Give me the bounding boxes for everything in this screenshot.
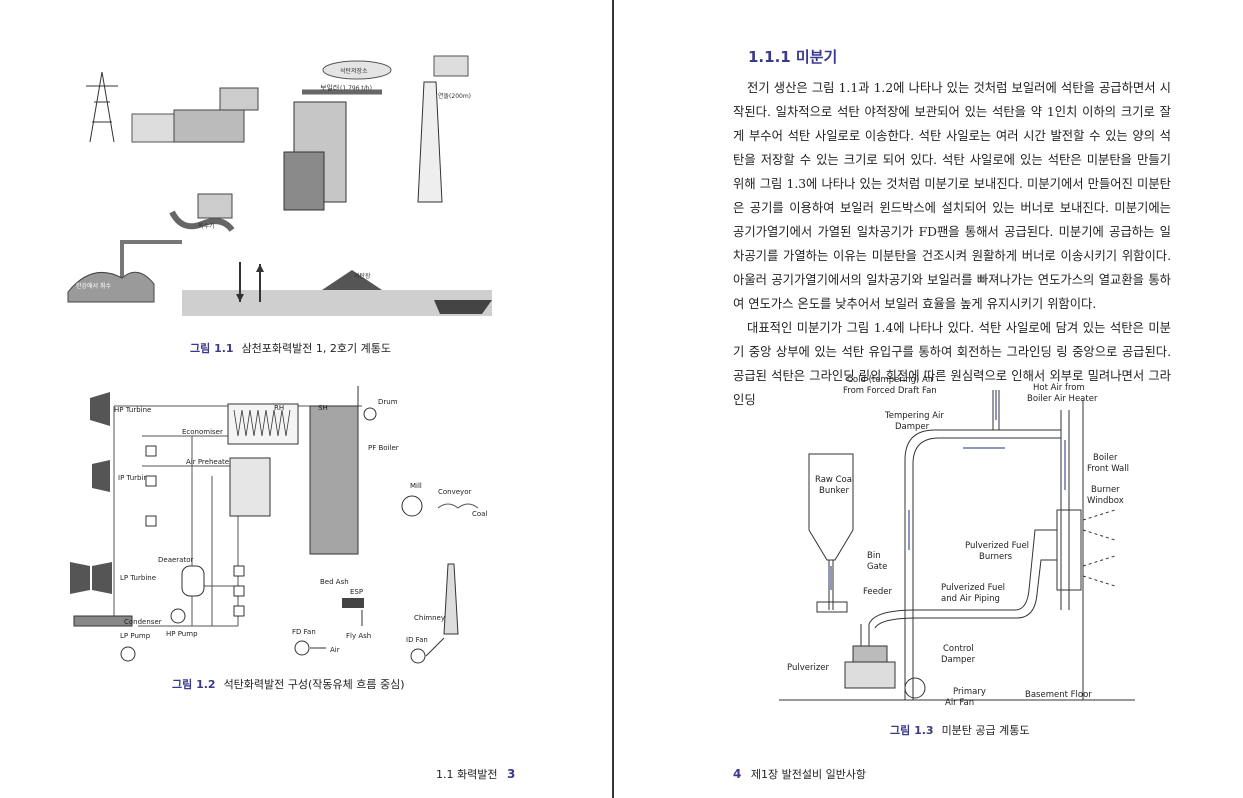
svg-text:FD Fan: FD Fan: [292, 628, 316, 636]
svg-text:LP Pump: LP Pump: [120, 632, 151, 640]
ship-shape: [434, 300, 492, 314]
svg-text:Gate: Gate: [867, 562, 887, 572]
figure-1-3-diagram: Cold (tempering) Air From Forced Draft F…: [779, 375, 1135, 708]
mill-icon: [401, 495, 423, 517]
svg-text:Economiser: Economiser: [182, 428, 223, 436]
svg-text:HP Pump: HP Pump: [166, 630, 198, 638]
svg-text:복수기: 복수기: [198, 222, 215, 230]
hp-turbine-icon: [90, 392, 110, 426]
svg-text:Bunker: Bunker: [819, 486, 849, 496]
svg-text:Basement Floor: Basement Floor: [1025, 690, 1092, 700]
chimney-shape: [443, 563, 459, 635]
page-spine: [612, 0, 614, 798]
pf-boiler-body: [309, 405, 359, 555]
svg-text:Primary: Primary: [953, 687, 986, 697]
svg-text:Air Preheater: Air Preheater: [186, 458, 232, 466]
deaerator-tank: [181, 565, 205, 597]
left-footer: 1.1 화력발전 3: [436, 767, 516, 781]
svg-text:Boiler Air Heater: Boiler Air Heater: [1027, 394, 1098, 404]
svg-text:Bed Ash: Bed Ash: [320, 578, 349, 586]
svg-text:and Air Piping: and Air Piping: [941, 594, 1000, 604]
boiler-label: 보일러: [320, 83, 339, 92]
svg-text:연돌(200m): 연돌(200m): [438, 92, 471, 100]
svg-text:Conveyor: Conveyor: [438, 488, 471, 496]
lp-turbine-icon: [70, 562, 112, 594]
esp-unit: [342, 598, 364, 608]
svg-text:IP Turbine: IP Turbine: [118, 474, 152, 482]
body-text: 전기 생산은 그림 1.1과 1.2에 나타나 있는 것처럼 보일러에 석탄을 …: [733, 76, 1171, 412]
air-preheater-box: [229, 457, 271, 517]
svg-text:Coal: Coal: [472, 510, 487, 518]
paragraph-1: 전기 생산은 그림 1.1과 1.2에 나타나 있는 것처럼 보일러에 석탄을 …: [733, 81, 1171, 311]
left-page: 보일러 (1,796 t/h) 연돌(200m) 석탄저장소 한강에서 취수 복…: [0, 0, 612, 798]
section-title: 1.1.1 미분기: [748, 48, 838, 66]
stack-shape: [417, 81, 443, 203]
svg-text:RH: RH: [274, 404, 284, 412]
drum-icon: [363, 407, 377, 421]
svg-text:Deaerator: Deaerator: [158, 556, 193, 564]
svg-text:Fly Ash: Fly Ash: [346, 632, 371, 640]
svg-text:Bin: Bin: [867, 551, 881, 561]
svg-text:Front Wall: Front Wall: [1087, 464, 1129, 474]
svg-text:Condenser: Condenser: [124, 618, 162, 626]
ip-turbine-icon: [92, 460, 110, 492]
right-footer: 4 제1장 발전설비 일반사항: [733, 767, 867, 781]
svg-text:PF Boiler: PF Boiler: [368, 444, 399, 452]
svg-text:Drum: Drum: [378, 398, 398, 406]
svg-text:Hot Air from: Hot Air from: [1033, 383, 1085, 393]
svg-text:Pulverized Fuel: Pulverized Fuel: [941, 583, 1005, 593]
right-page: 1.1.1 미분기 전기 생산은 그림 1.1과 1.2에 나타나 있는 것처럼…: [615, 0, 1243, 798]
svg-text:Air Fan: Air Fan: [945, 698, 974, 708]
svg-text:Cold (tempering) Air: Cold (tempering) Air: [847, 375, 934, 385]
svg-text:저탄장: 저탄장: [354, 272, 371, 280]
transmission-tower-icon: [86, 71, 118, 143]
hp-pump-icon: [170, 608, 186, 624]
svg-text:HP Turbine: HP Turbine: [114, 406, 151, 414]
svg-text:ESP: ESP: [350, 588, 363, 596]
lp-pump-icon: [120, 646, 136, 662]
condenser-block: [73, 615, 133, 627]
svg-text:From Forced Draft Fan: From Forced Draft Fan: [843, 386, 937, 396]
svg-text:Burners: Burners: [979, 552, 1013, 562]
paragraph-2: 대표적인 미분기가 그림 1.4에 나타나 있다. 석탄 사일로에 담겨 있는 …: [733, 321, 1171, 407]
svg-text:Burner: Burner: [1091, 485, 1120, 495]
svg-text:한강에서 취수: 한강에서 취수: [76, 282, 112, 290]
svg-text:Windbox: Windbox: [1087, 496, 1124, 506]
figure-1-2-diagram: HP Turbine IP Turbine LP Turbine Economi…: [70, 386, 487, 664]
svg-text:Damper: Damper: [895, 422, 930, 432]
svg-text:Pulverized Fuel: Pulverized Fuel: [965, 541, 1029, 551]
svg-text:Boiler: Boiler: [1093, 453, 1118, 463]
id-fan-icon: [410, 648, 426, 664]
svg-text:Damper: Damper: [941, 655, 976, 665]
svg-text:석탄저장소: 석탄저장소: [340, 67, 368, 75]
svg-text:Raw Coal: Raw Coal: [815, 475, 854, 485]
svg-text:Air: Air: [330, 646, 340, 654]
svg-text:Chimney: Chimney: [414, 614, 445, 622]
svg-text:(1,796 t/h): (1,796 t/h): [340, 85, 372, 92]
svg-text:Feeder: Feeder: [863, 587, 893, 597]
fd-fan-icon: [294, 640, 310, 656]
svg-text:Pulverizer: Pulverizer: [787, 663, 830, 673]
svg-text:SH: SH: [318, 404, 328, 412]
figure-1-1-diagram: 보일러 (1,796 t/h) 연돌(200m) 석탄저장소 한강에서 취수 복…: [62, 52, 494, 332]
hills-shape: [67, 271, 155, 303]
svg-text:Tempering Air: Tempering Air: [884, 411, 944, 421]
svg-text:Control: Control: [943, 644, 974, 654]
svg-text:ID Fan: ID Fan: [406, 636, 428, 644]
svg-text:Mill: Mill: [410, 482, 422, 490]
svg-text:LP Turbine: LP Turbine: [120, 574, 156, 582]
